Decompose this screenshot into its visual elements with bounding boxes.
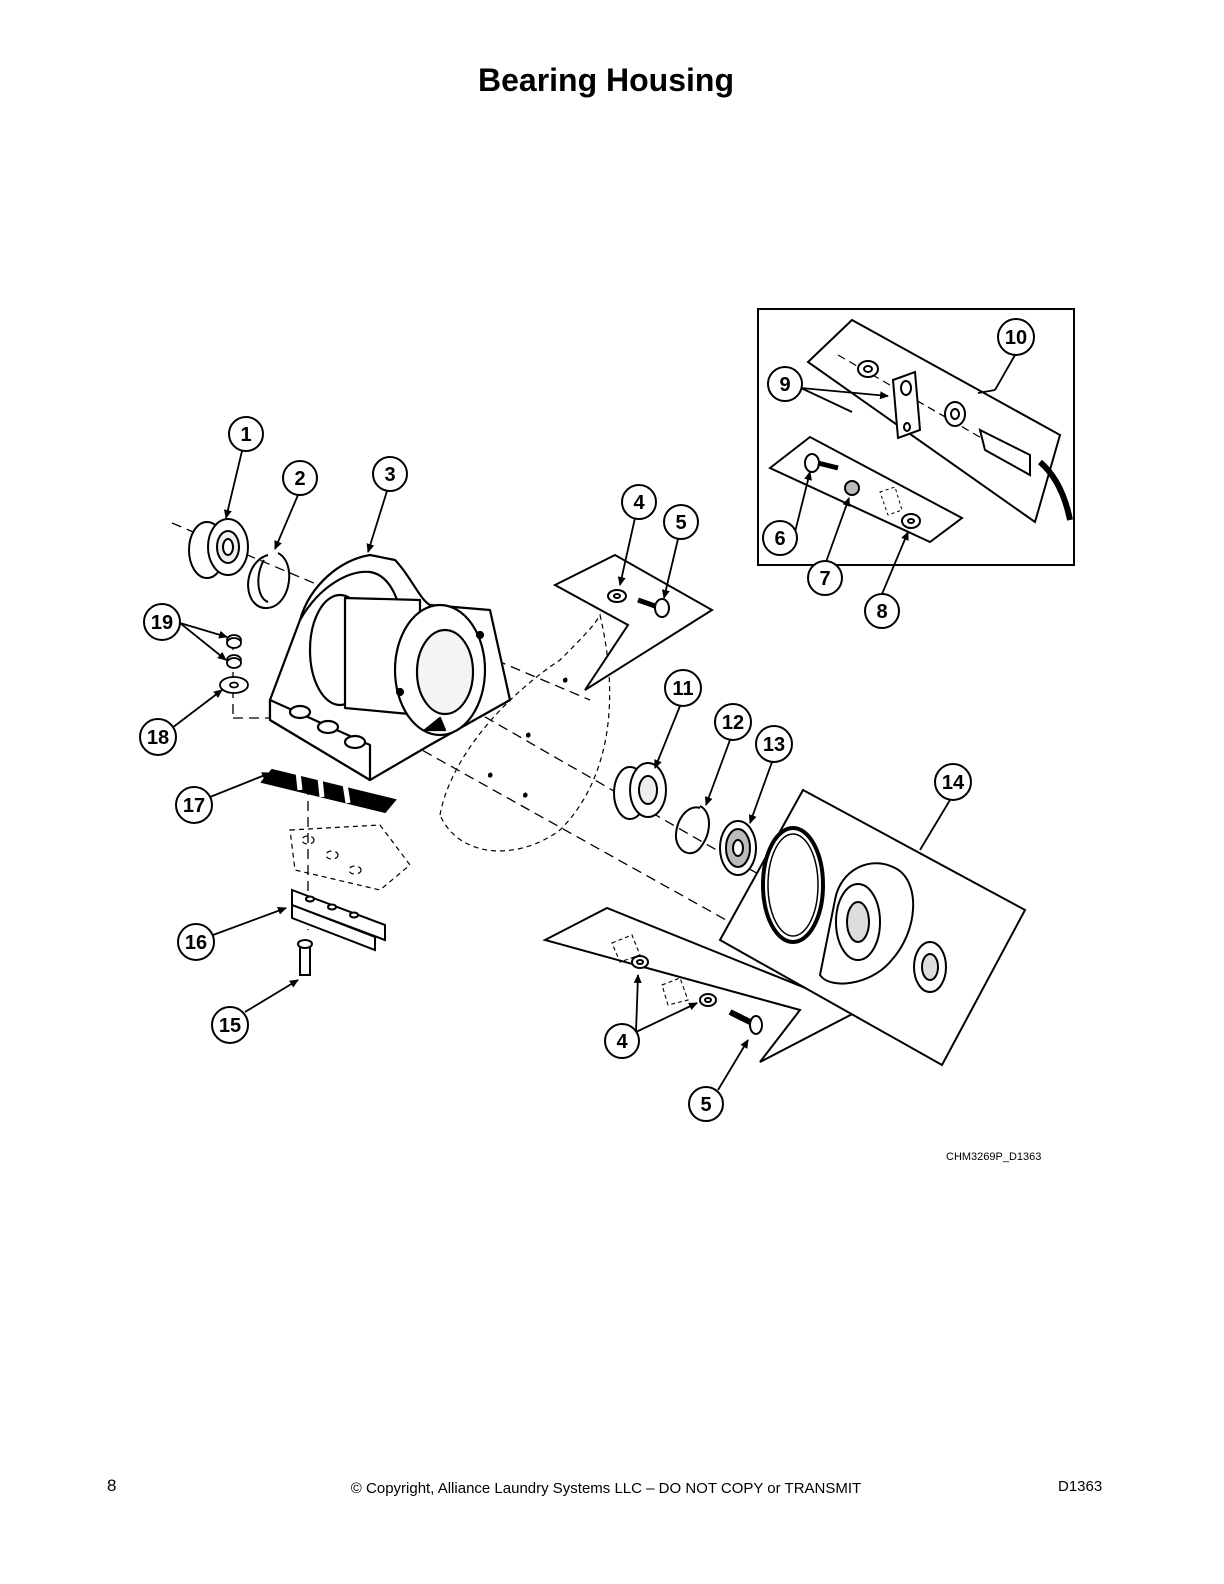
- bearing-part-1: [188, 518, 249, 579]
- callout-5-lower: 5: [688, 1086, 724, 1122]
- page-number: 8: [107, 1476, 117, 1495]
- bearing-housing-part-3: [268, 553, 512, 782]
- seal-part-13: [719, 820, 757, 876]
- callout-label: 16: [185, 932, 207, 954]
- callout-label: 19: [151, 612, 173, 634]
- callout-14: 14: [934, 763, 972, 801]
- callout-label: 12: [722, 712, 744, 734]
- callout-label: 10: [1005, 327, 1027, 349]
- callout-4-lower: 4: [604, 1023, 640, 1059]
- callout-7: 7: [807, 560, 843, 596]
- channel-bracket-part-16: [291, 888, 386, 952]
- document-code: D1363: [1058, 1478, 1103, 1495]
- callout-17: 17: [175, 786, 213, 824]
- page-title: Bearing Housing: [477, 62, 734, 98]
- mounting-panel-phantom: [439, 613, 611, 852]
- callout-4-upper: 4: [621, 484, 657, 520]
- callout-label: 4: [633, 492, 645, 514]
- washer-part-18: [219, 676, 249, 694]
- callout-13: 13: [755, 725, 793, 763]
- retaining-ring-part-12: [674, 805, 710, 855]
- callout-label: 3: [384, 464, 395, 486]
- callout-label: 8: [876, 601, 887, 623]
- callout-18: 18: [139, 718, 177, 756]
- callout-label: 18: [147, 727, 169, 749]
- callout-11: 11: [664, 669, 702, 707]
- bolt-part-15: [297, 939, 313, 976]
- copyright-notice: © Copyright, Alliance Laundry Systems LL…: [350, 1480, 862, 1497]
- callout-10: 10: [997, 318, 1035, 356]
- end-cap-panel-part-14: [718, 788, 1027, 1067]
- base-plate-phantom: [289, 824, 411, 891]
- retaining-ring-part-2: [247, 552, 291, 609]
- callout-12: 12: [714, 703, 752, 741]
- callout-label: 9: [779, 374, 790, 396]
- detail-panel-lower: [542, 906, 863, 1063]
- callout-label: 17: [183, 795, 205, 817]
- callout-8: 8: [864, 593, 900, 629]
- callout-label: 2: [294, 468, 305, 490]
- callout-15: 15: [211, 1006, 249, 1044]
- callout-2: 2: [282, 460, 318, 496]
- callout-6: 6: [762, 520, 798, 556]
- callout-label: 15: [219, 1015, 241, 1037]
- callout-3: 3: [372, 456, 408, 492]
- detail-panel-upper: [552, 553, 714, 691]
- callout-label: 11: [672, 678, 693, 700]
- bearing-part-11: [613, 762, 667, 820]
- callout-19: 19: [143, 603, 181, 641]
- leader-lines: [171, 354, 1016, 1091]
- callout-label: 4: [616, 1031, 628, 1053]
- callout-label: 1: [240, 424, 251, 446]
- callout-label: 13: [763, 734, 785, 756]
- callout-label: 7: [819, 568, 830, 590]
- drawing-code: CHM3269P_D1363: [946, 1151, 1042, 1163]
- callout-label: 5: [675, 512, 686, 534]
- nut-part-19-upper: [226, 634, 242, 669]
- callout-1: 1: [228, 416, 264, 452]
- callout-label: 5: [700, 1094, 711, 1116]
- callout-label: 6: [774, 528, 785, 550]
- callout-9: 9: [767, 366, 803, 402]
- callout-label: 14: [942, 772, 965, 794]
- callout-16: 16: [177, 923, 215, 961]
- callout-5-upper: 5: [663, 504, 699, 540]
